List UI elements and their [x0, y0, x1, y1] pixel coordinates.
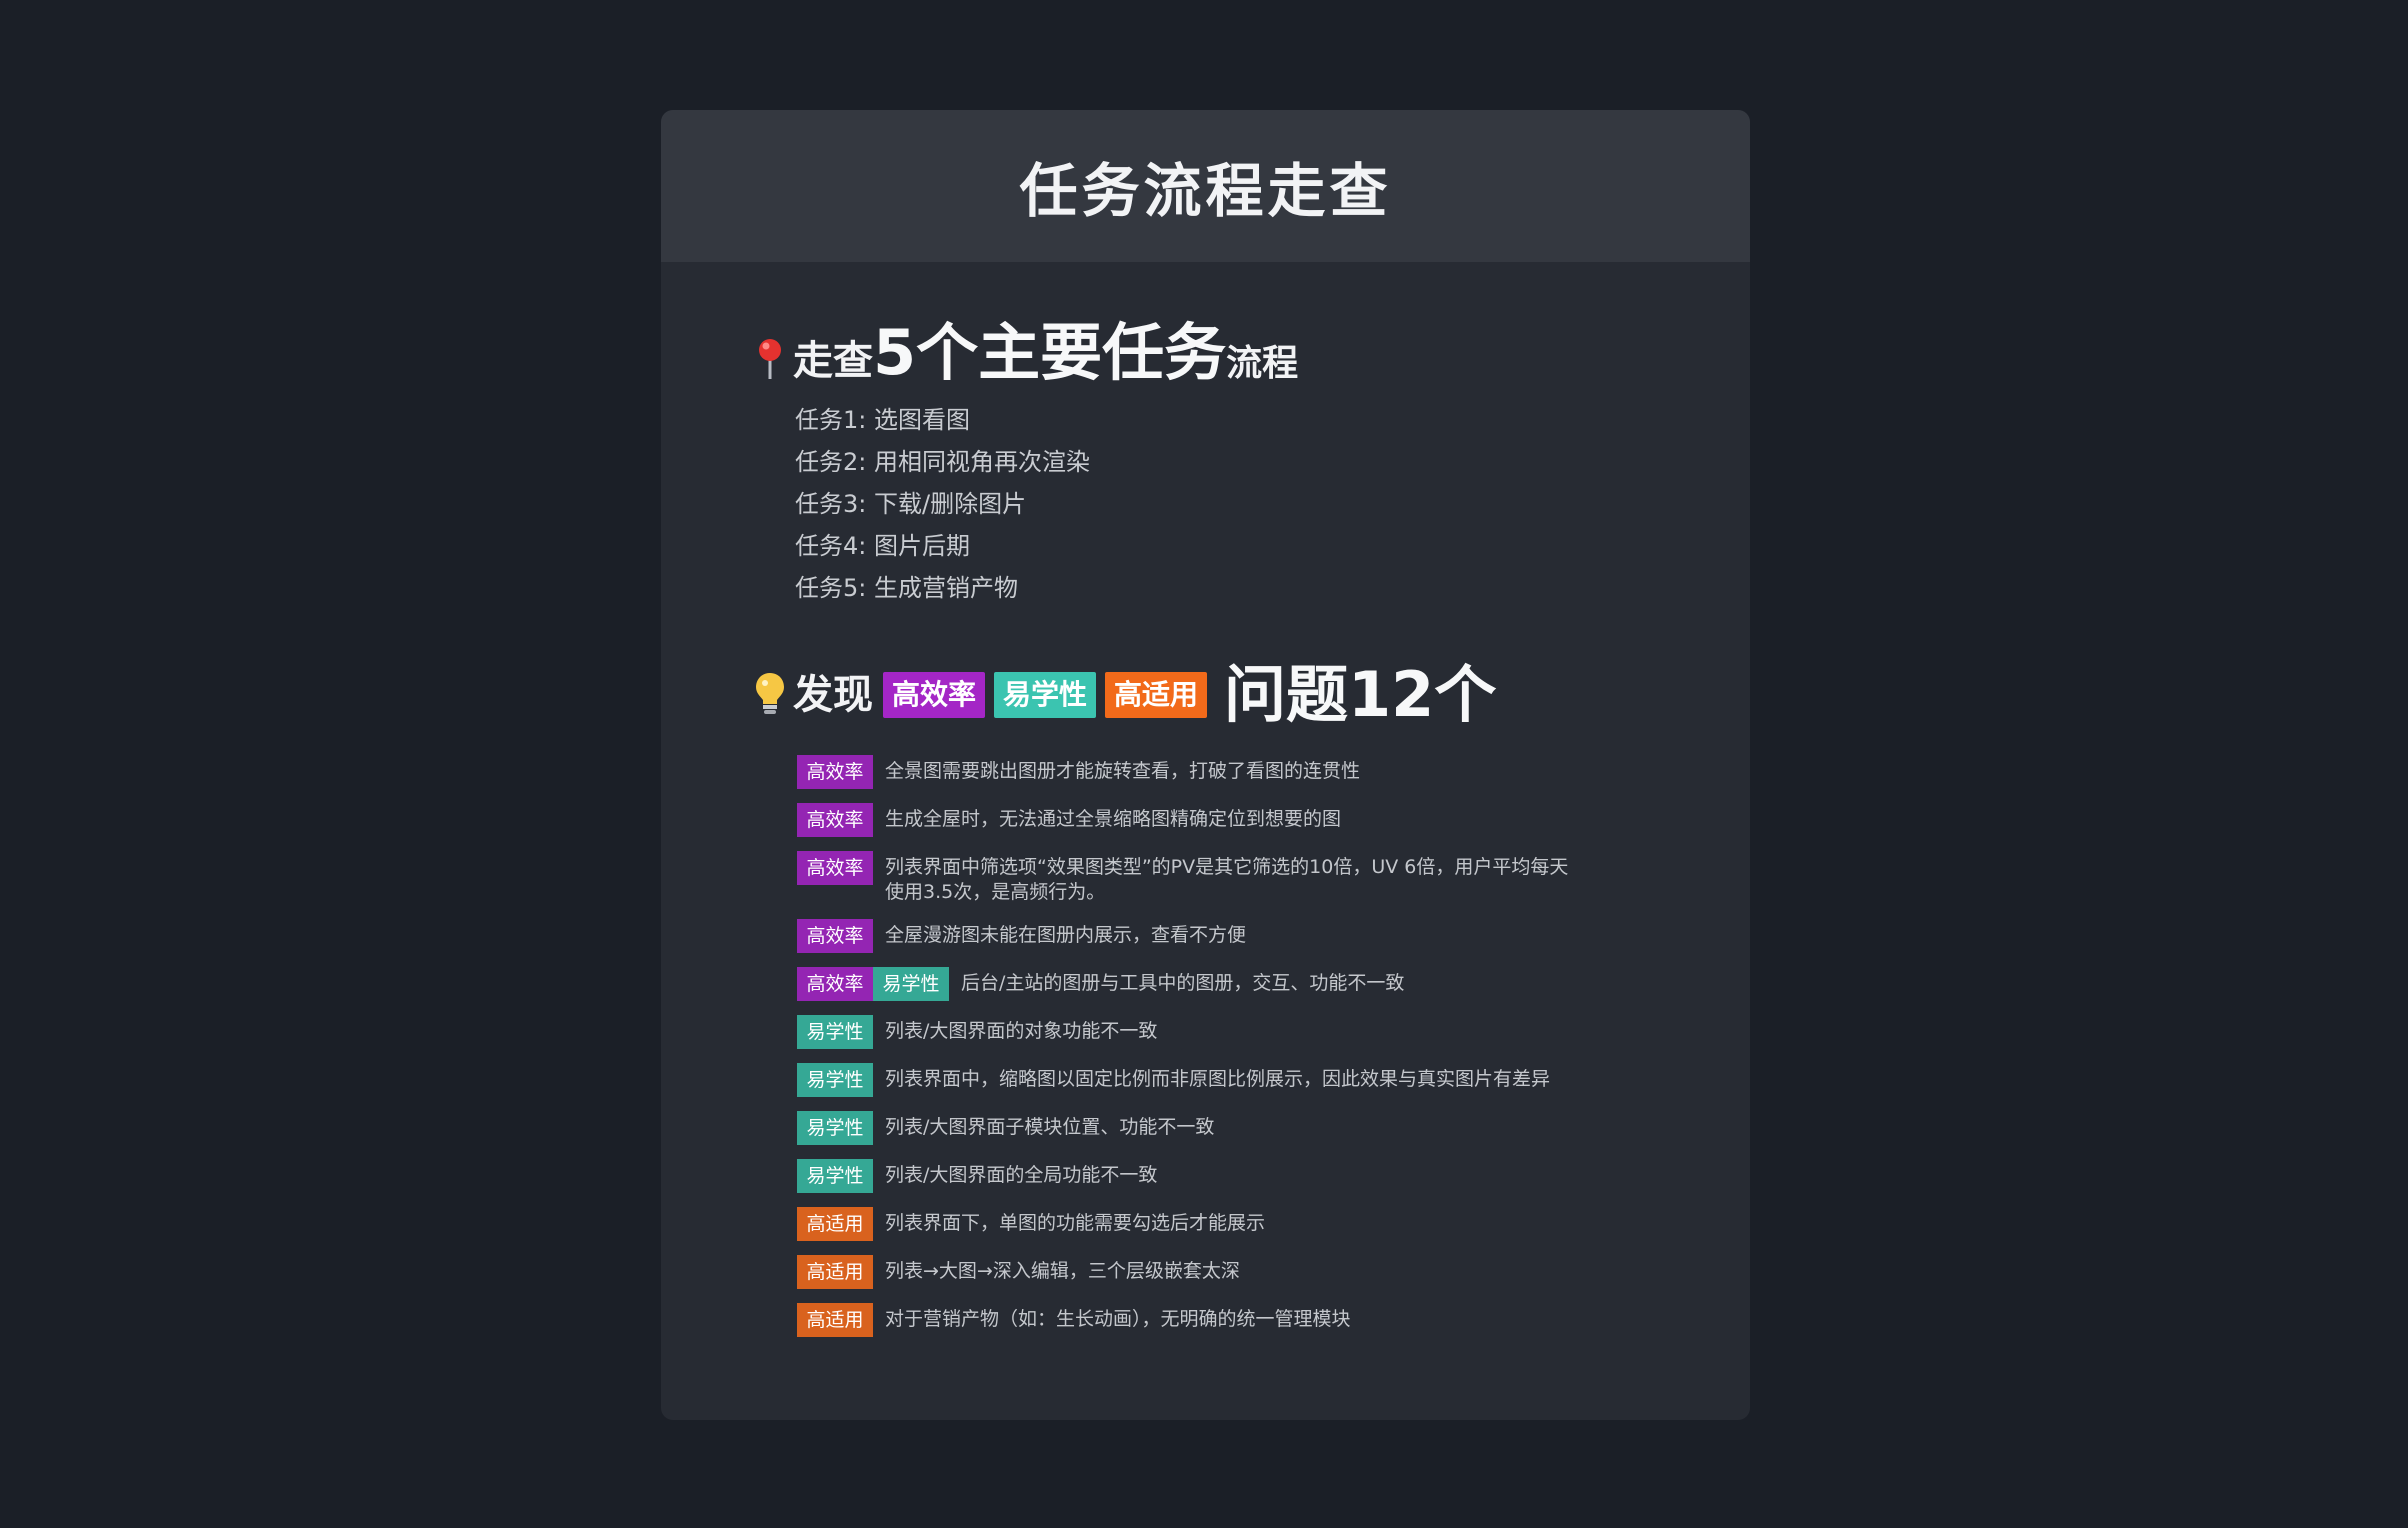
tasks-title-prefix: 走查 — [793, 338, 873, 385]
list-item: 任务2: 用相同视角再次渲染 — [795, 448, 1090, 477]
issue-row: 高适用 列表界面下，单图的功能需要勾选后才能展示 — [797, 1207, 1587, 1242]
issue-row: 易学性 列表界面中，缩略图以固定比例而非原图比例展示，因此效果与真实图片有差异 — [797, 1063, 1587, 1098]
list-item: 任务1: 选图看图 — [795, 406, 970, 435]
issue-text: 列表界面中筛选项“效果图类型”的PV是其它筛选的10倍，UV 6倍，用户平均每天… — [885, 856, 1569, 904]
applicability-tag: 高适用 — [797, 1207, 873, 1242]
list-item: 任务3: 下载/删除图片 — [795, 490, 1027, 519]
issue-text: 列表→大图→深入编辑，三个层级嵌套太深 — [885, 1260, 1240, 1283]
tasks-title-suffix: 流程 — [1226, 342, 1299, 384]
issue-row: 高效率 生成全屋时，无法通过全景缩略图精确定位到想要的图 — [797, 803, 1587, 838]
issue-row: 高适用 列表→大图→深入编辑，三个层级嵌套太深 — [797, 1255, 1587, 1290]
learnability-tag: 易学性 — [797, 1159, 873, 1194]
issue-text: 后台/主站的图册与工具中的图册，交互、功能不一致 — [961, 972, 1405, 995]
issue-text: 全景图需要跳出图册才能旋转查看，打破了看图的连贯性 — [885, 760, 1361, 783]
learnability-tag: 易学性 — [797, 1111, 873, 1146]
issue-text: 对于营销产物（如：生长动画），无明确的统一管理模块 — [885, 1308, 1351, 1331]
efficiency-pill: 高效率 — [883, 671, 986, 718]
issue-text: 列表/大图界面子模块位置、功能不一致 — [885, 1116, 1215, 1139]
tasks-title-highlight: 5个主要任务 — [873, 316, 1227, 389]
issue-row: 易学性 列表/大图界面的对象功能不一致 — [797, 1015, 1587, 1050]
issue-row: 易学性 列表/大图界面的全局功能不一致 — [797, 1159, 1587, 1194]
pushpin-icon — [753, 337, 787, 385]
efficiency-tag: 高效率 — [797, 755, 873, 790]
efficiency-tag: 高效率 — [797, 851, 873, 886]
applicability-tag: 高适用 — [797, 1255, 873, 1290]
issue-row: 易学性 列表/大图界面子模块位置、功能不一致 — [797, 1111, 1587, 1146]
card-header: 任务流程走查 — [661, 110, 1750, 262]
learnability-tag: 易学性 — [797, 1063, 873, 1098]
issue-row: 高效率 易学性 后台/主站的图册与工具中的图册，交互、功能不一致 — [797, 967, 1587, 1002]
lightbulb-icon — [753, 670, 787, 720]
tasks-section: 走查 5个主要任务 流程 任务1: 选图看图 任务2: 用相同视角再次渲染 任务… — [753, 320, 1298, 609]
tasks-section-title: 走查 5个主要任务 流程 — [753, 320, 1298, 385]
efficiency-tag: 高效率 — [797, 803, 873, 838]
issue-text: 列表界面中，缩略图以固定比例而非原图比例展示，因此效果与真实图片有差异 — [885, 1068, 1551, 1091]
issue-text: 列表/大图界面的对象功能不一致 — [885, 1020, 1158, 1043]
issue-row: 高效率 列表界面中筛选项“效果图类型”的PV是其它筛选的10倍，UV 6倍，用户… — [797, 851, 1587, 905]
issue-text: 列表界面下，单图的功能需要勾选后才能展示 — [885, 1212, 1266, 1235]
issues-title-highlight: 问题12个 — [1224, 658, 1497, 731]
issue-row: 高效率 全景图需要跳出图册才能旋转查看，打破了看图的连贯性 — [797, 755, 1587, 790]
learnability-tag: 易学性 — [797, 1015, 873, 1050]
applicability-tag: 高适用 — [797, 1303, 873, 1338]
issue-row: 高效率 全屋漫游图未能在图册内展示，查看不方便 — [797, 919, 1587, 954]
issue-text: 全屋漫游图未能在图册内展示，查看不方便 — [885, 924, 1247, 947]
issue-row: 高适用 对于营销产物（如：生长动画），无明确的统一管理模块 — [797, 1303, 1587, 1338]
issues-section-title: 发现 高效率 易学性 高适用 问题12个 — [753, 662, 1587, 727]
task-list: 任务1: 选图看图 任务2: 用相同视角再次渲染 任务3: 下载/删除图片 任务… — [795, 399, 1298, 609]
issue-text: 列表/大图界面的全局功能不一致 — [885, 1164, 1158, 1187]
main-card: 任务流程走查 走查 5个主要任务 流程 任务1: 选图看图 任务2: 用相同视角… — [661, 110, 1750, 1420]
issues-title-prefix: 发现 — [793, 671, 873, 718]
applicability-pill: 高适用 — [1105, 671, 1208, 718]
list-item: 任务4: 图片后期 — [795, 532, 970, 561]
learnability-tag: 易学性 — [873, 967, 949, 1002]
efficiency-tag: 高效率 — [797, 919, 873, 954]
list-item: 任务5: 生成营销产物 — [795, 574, 1018, 603]
page-title: 任务流程走查 — [1019, 157, 1392, 225]
issues-section: 发现 高效率 易学性 高适用 问题12个 高效率 全景图需要跳出图册才能旋转查看… — [753, 662, 1587, 1351]
learnability-pill: 易学性 — [994, 671, 1097, 718]
issue-text: 生成全屋时，无法通过全景缩略图精确定位到想要的图 — [885, 808, 1342, 831]
issue-list: 高效率 全景图需要跳出图册才能旋转查看，打破了看图的连贯性 高效率 生成全屋时，… — [797, 755, 1587, 1338]
efficiency-tag: 高效率 — [797, 967, 873, 1002]
